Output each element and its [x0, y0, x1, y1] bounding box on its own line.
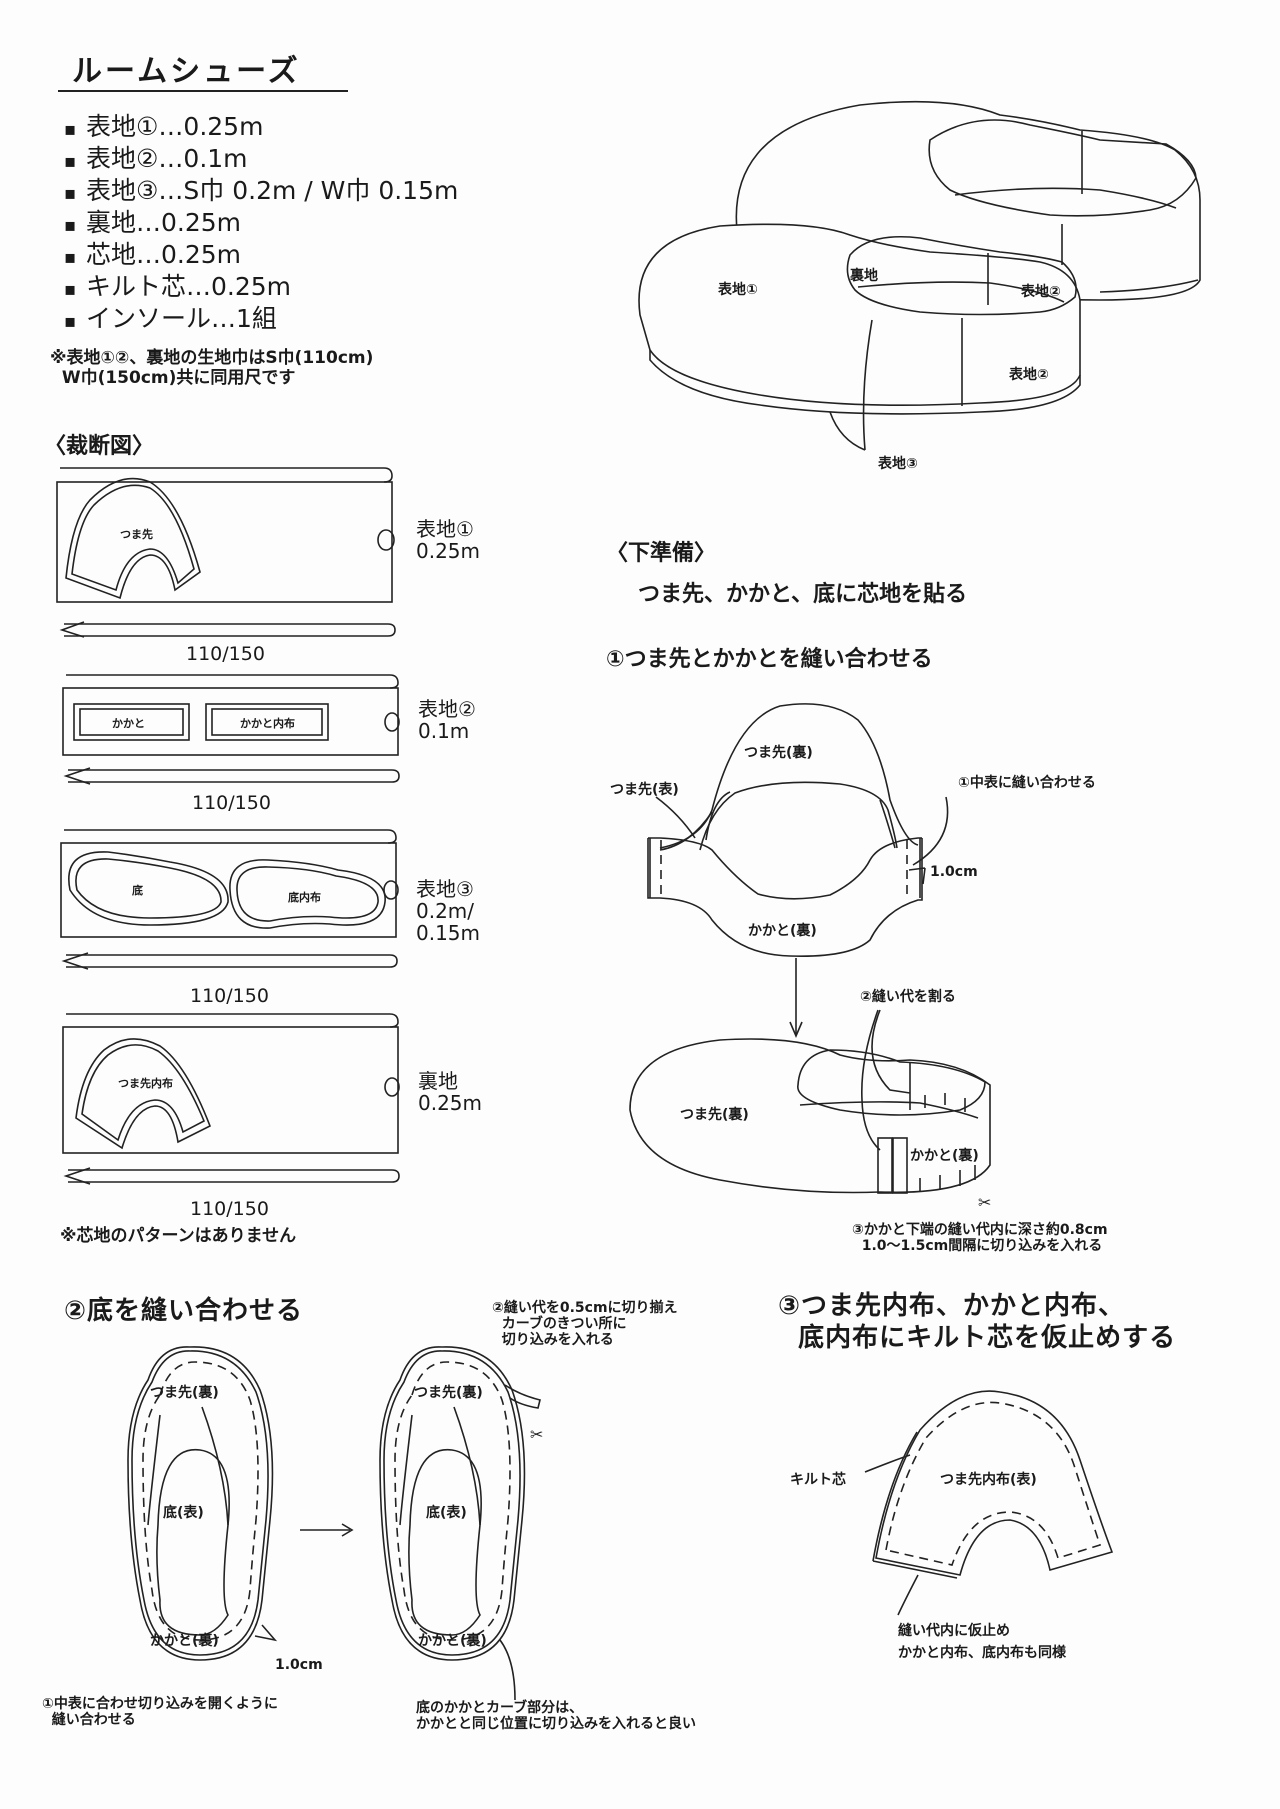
bullet-icon: ▪ [64, 279, 77, 300]
bullet-icon: ▪ [64, 215, 77, 236]
piece-label-sole: 底 [132, 884, 143, 897]
step2-label-toe-back: つま先(裏) [150, 1385, 219, 1401]
step3-label-quilt: キルト芯 [790, 1472, 846, 1488]
prep-heading: 〈下準備〉 [606, 541, 717, 566]
fabric-layout-3 [60, 829, 399, 938]
fabric-layout-2 [62, 674, 400, 756]
fabric-width-note: ※表地①②、裏地の生地巾はS巾(110cm) W巾(150cm)共に同用尺です [50, 348, 374, 388]
grain-arrow-4 [63, 1167, 400, 1185]
scissors-icon: ✂ [530, 1425, 543, 1444]
material-item: ▪表地①…0.25m [64, 112, 458, 144]
bullet-icon: ▪ [64, 247, 77, 268]
scissors-icon: ✂ [978, 1193, 991, 1212]
step1-result-label-heel-back: かかと(裏) [910, 1148, 979, 1164]
step2-label-heel-back: かかと(裏) [150, 1633, 219, 1649]
step2-seam-allowance: 1.0cm [275, 1657, 323, 1673]
grain-arrow-3 [61, 952, 398, 970]
fabric-layout-1 [56, 467, 395, 603]
cutting-heading: 〈裁断図〉 [44, 434, 155, 459]
step1-label-toe-front: つま先(表) [610, 782, 679, 798]
step2-label-toe-back-2: つま先(裏) [414, 1385, 483, 1401]
overview-label-outer1: 表地① [718, 282, 758, 298]
prep-text: つま先、かかと、底に芯地を貼る [638, 582, 968, 607]
piece-label-heel-lining: かかと内布 [240, 717, 295, 730]
sole-after: ✂ [379, 1346, 543, 1701]
sole-before [127, 1346, 274, 1661]
step1-label-toe-back: つま先(裏) [744, 745, 813, 761]
material-item: ▪インソール…1組 [64, 304, 458, 336]
step2-heading: ②底を縫い合わせる [64, 1296, 304, 1326]
bullet-icon: ▪ [64, 119, 77, 140]
piece-label-sole-lining: 底内布 [288, 891, 321, 904]
materials-list: ▪表地①…0.25m ▪表地②…0.1m ▪表地③…S巾 0.2m / W巾 0… [64, 112, 458, 336]
material-item: ▪表地③…S巾 0.2m / W巾 0.15m [64, 176, 458, 208]
page-title: ルームシューズ [72, 54, 301, 89]
material-item: ▪芯地…0.25m [64, 240, 458, 272]
overview-label-outer2-side: 表地② [1009, 367, 1049, 383]
material-item: ▪表地②…0.1m [64, 144, 458, 176]
piece-label-toe-lining: つま先内布 [118, 1077, 173, 1090]
step3-label-piece: つま先内布(表) [940, 1472, 1037, 1488]
piece-label-toe: つま先 [120, 528, 153, 541]
interfacing-footnote: ※芯地のパターンはありません [60, 1226, 297, 1246]
width-label-3: 110/150 [190, 985, 269, 1007]
material-item: ▪裏地…0.25m [64, 208, 458, 240]
step1-sew-note: ①中表に縫い合わせる [958, 775, 1096, 791]
step2-label-sole-front: 底(表) [163, 1505, 204, 1521]
step1-press-note: ②縫い代を割る [860, 989, 956, 1005]
step1-seam-allowance: 1.0cm [930, 864, 978, 880]
material-item: ▪キルト芯…0.25m [64, 272, 458, 304]
piece-label-heel: かかと [112, 717, 145, 730]
width-label-2: 110/150 [192, 792, 271, 814]
step2-label-sole-front-2: 底(表) [426, 1505, 467, 1521]
bullet-icon: ▪ [64, 151, 77, 172]
bullet-icon: ▪ [64, 183, 77, 204]
fabric-layout-4 [62, 1013, 400, 1154]
grain-arrow-1 [59, 621, 396, 638]
step2-note-2: 底のかかとカーブ部分は、 かかとと同じ位置に切り込みを入れると良い [416, 1700, 696, 1732]
title-underline [58, 90, 348, 92]
step1-label-heel-back: かかと(裏) [748, 923, 817, 939]
overview-label-lining: 裏地 [850, 268, 878, 284]
bullet-icon: ▪ [64, 311, 77, 332]
step1-heading: ①つま先とかかとを縫い合わせる [606, 647, 933, 672]
width-label-4: 110/150 [190, 1198, 269, 1220]
width-label-1: 110/150 [186, 643, 265, 665]
step1-clip-note: ③かかと下端の縫い代内に深さ約0.8cm 1.0〜1.5cm間隔に切り込みを入れ… [852, 1222, 1108, 1254]
step2-trim-note: ②縫い代を0.5cmに切り揃え カーブのきつい所に 切り込みを入れる [492, 1300, 678, 1348]
step3-note: 縫い代内に仮止め かかと内布、底内布も同様 [898, 1623, 1066, 1661]
step1-result-label-toe-back: つま先(裏) [680, 1107, 749, 1123]
step2-note-1: ①中表に合わせ切り込みを開くように 縫い合わせる [42, 1696, 278, 1728]
step2-label-heel-back-2: かかと(裏) [418, 1633, 487, 1649]
overview-label-outer2-top: 表地② [1021, 284, 1061, 300]
overview-label-outer3: 表地③ [878, 456, 918, 472]
step3-heading: ③つま先内布、かかと内布、 底内布にキルト芯を仮止めする [778, 1291, 1177, 1353]
grain-arrow-2 [63, 767, 400, 785]
